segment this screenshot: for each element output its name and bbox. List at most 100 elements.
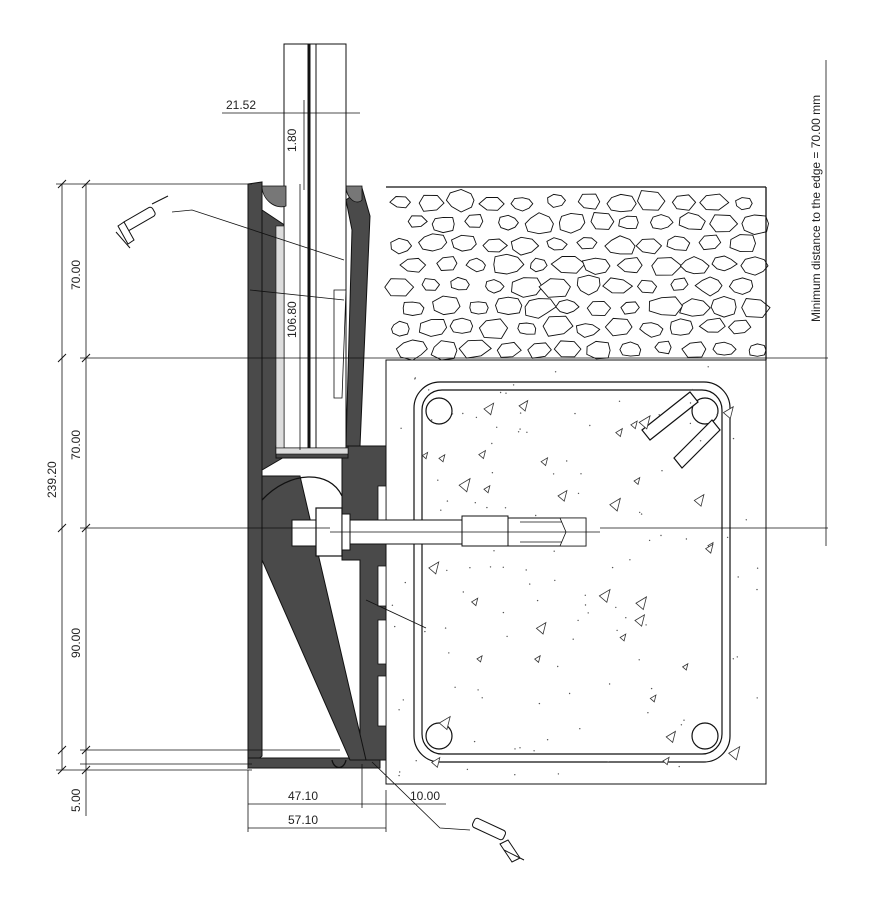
aggregate-dot [716,413,718,416]
gravel-stone [741,214,769,235]
gravel-stone [637,190,666,211]
sealant-gun-icon [471,817,525,863]
gravel-stone [527,342,552,359]
aggregate-triangle [693,493,705,507]
aggregate-dot [756,567,759,569]
dimension-lines [56,60,828,832]
aggregate-dot [462,412,464,415]
aggregate-dot [577,619,579,622]
aggregate-triangle [431,756,441,769]
gravel-stone [529,257,548,273]
gravel-stone [616,257,643,274]
aggregate-triangle [619,633,627,642]
gravel-stone [493,253,525,275]
aggregate-dot [454,686,456,688]
gravel-stone [450,276,470,291]
aggregate-dot [685,538,688,540]
aggregate-dot [648,539,651,542]
gravel-stone [542,315,574,337]
aggregate-triangle [630,420,638,430]
aggregate-dot [587,612,589,614]
aggregate-dot [399,771,401,773]
aggregate-dot [398,709,400,711]
aggregate-dot [424,630,426,633]
aggregate-dot [519,412,522,414]
gravel-stone [421,278,441,291]
aggregate-triangle [635,596,648,611]
gravel-stone [576,237,598,250]
aggregate-dot [462,591,464,593]
aggregate-dot [615,606,617,609]
dimension-tick [81,353,91,363]
aggregate-dot [536,599,539,602]
gravel-stone [666,235,691,251]
gravel-stone [712,341,737,356]
aggregate-dot [647,712,649,714]
dim-middle-zone: 70.00 [69,430,83,460]
gravel-stone [384,278,415,297]
aggregate-dot [502,611,505,614]
aggregate-dot [526,431,528,433]
gravel-stone [449,317,474,334]
aggregate-dot [446,500,449,502]
gravel-stone [399,257,427,273]
gravel-stone [498,214,519,231]
aggregate-dot [538,702,541,705]
gravel-stone [671,194,697,211]
gravel-stone [639,322,664,338]
aggregate-dot [400,427,402,429]
aggregate-dot [584,604,587,606]
aggregate-dot [474,502,476,504]
gravel-stone [681,341,707,358]
gravel-stone [709,214,739,233]
gravel-stone [678,212,706,230]
gravel-stone [558,212,586,234]
gravel-fill [384,186,771,361]
gravel-stone [711,255,738,272]
aggregate-dot [726,536,729,539]
gravel-stone [553,340,582,358]
aggregate-triangle [478,449,487,460]
aggregate-dot [756,588,758,591]
aggregate-dot [745,519,747,521]
gravel-stone [478,197,505,211]
aggregate-dot [689,422,692,425]
gravel-stone [679,298,711,317]
gravel-stone [669,318,694,336]
sealant-gun-icon [115,195,169,249]
aggregate-dot [486,506,488,509]
aggregate-dot [493,550,495,552]
concrete-slab [385,359,767,785]
aggregate-dot [506,635,508,638]
gravel-stone [576,274,601,296]
dimension-tick [57,353,67,363]
dimension-tick [57,765,67,775]
aggregate-dot [553,550,555,552]
aggregate-dot [579,728,581,730]
gravel-stone [517,322,537,335]
dimension-tick [57,179,67,189]
aggregate-triangle [649,694,657,703]
aggregate-dot [391,604,394,606]
gravel-stone [590,212,615,230]
gravel-stone [679,256,710,275]
sealant-callouts [115,195,525,863]
aggregate-dot [736,656,738,658]
gravel-stone [636,279,658,294]
aggregate-dot [616,629,618,632]
gravel-stone [698,317,726,333]
aggregate-dot [496,426,498,428]
aggregate-dot [650,687,653,690]
aggregate-triangle [428,561,440,575]
aggregate-dot [437,479,439,481]
aggregate-dot [514,774,516,776]
gravel-stone [430,340,458,361]
gravel-stone [618,215,639,230]
aggregate-dot [554,371,557,373]
aggregate-dot [645,624,647,626]
aggregate-dot [557,665,559,668]
gravel-stone [710,296,737,318]
aggregate-triangle [665,730,677,744]
gravel-stone [538,278,571,298]
